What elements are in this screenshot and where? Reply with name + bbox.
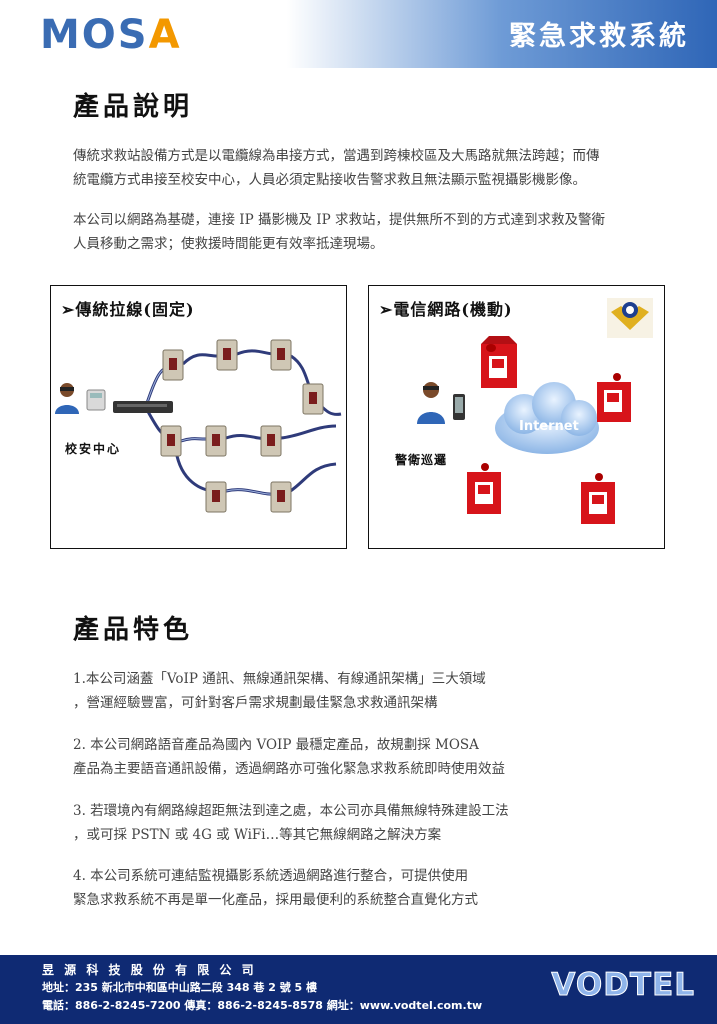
wall-call-box [260,425,282,457]
feature-line: 3. 若環境內有網路線超距無法到達之處，本公司亦具備無線特殊建設工法 [73,803,509,819]
guard-person-icon [417,382,445,424]
feature-line: ，營運經驗豐富，可針對客戶需求規劃最佳緊急求救通訊架構 [73,695,438,711]
company-contact: 電話：886-2-8245-7200 傳真：886-2-8245-8578 網址… [42,999,483,1012]
wiring-diagram-graphic [55,339,342,513]
internet-cloud-icon [495,382,599,454]
red-emergency-station [597,373,631,422]
switch-device-icon [113,401,173,413]
logo-accent-text: A [148,12,182,58]
diagram-traditional-wiring: ➢傳統拉線(固定) 校安中心 [50,285,347,549]
mobile-phone-icon [453,394,465,420]
red-emergency-station [481,336,517,388]
description-paragraph-1: 傳統求救站設備方式是以電纜線為串接方式，當遇到跨棟校區及大馬路就無法跨越；而傳 … [73,144,658,192]
feature-line: 產品為主要語音通訊設備，透過網路亦可強化緊急求救系統即時使用效益 [73,761,505,777]
paragraph-line: 人員移動之需求；使救援時間能更有效率抵達現場。 [73,236,384,252]
diagram-telecom-network: ➢電信網路(機動) Internet 警衛巡邏 [368,285,665,549]
wall-call-box [270,481,292,513]
cable-line [288,462,337,494]
description-paragraph-2: 本公司以網路為基礎，連接 IP 攝影機及 IP 求救站，提供無所不到的方式達到求… [73,208,658,256]
feature-item-4: 4. 本公司系統可連結監視攝影系統透過網路進行整合，可提供使用 緊急求救系統不再… [73,864,673,912]
feature-item-3: 3. 若環境內有網路線超距無法到達之處，本公司亦具備無線特殊建設工法 ，或可採 … [73,799,673,847]
company-address: 地址：235 新北市中和區中山路二段 348 巷 2 號 5 樓 [42,981,318,994]
guard-patrol-label: 警衛巡邏 [395,453,448,467]
feature-line: ，或可採 PSTN 或 4G 或 WiFi…等其它無線網路之解決方案 [73,827,442,843]
wall-call-box [270,339,292,371]
feature-item-2: 2. 本公司網路語音產品為國內 VOIP 最穩定產品，故規劃採 MOSA 產品為… [73,733,673,781]
mosa-logo: MOSA [40,12,182,58]
paragraph-line: 本公司以網路為基礎，連接 IP 攝影機及 IP 求救站，提供無所不到的方式達到求… [73,212,605,228]
page-header: MOSA 緊急求救系統 [0,0,717,68]
police-badge-icon [607,298,653,338]
security-center-label: 校安中心 [65,442,122,456]
feature-line: 1.本公司涵蓋「VoIP 通訊、無線通訊架構、有線通訊架構」三大領域 [73,671,486,687]
paragraph-line: 傳統求救站設備方式是以電纜線為串接方式，當遇到跨棟校區及大馬路就無法跨越；而傳 [73,148,600,164]
wall-call-box [216,339,238,371]
wall-call-box [205,481,227,513]
feature-line: 緊急求救系統不再是單一化產品，採用最便利的系統整合直覺化方式 [73,892,478,908]
wall-call-box [205,425,227,457]
feature-item-1: 1.本公司涵蓋「VoIP 通訊、無線通訊架構、有線通訊架構」三大領域 ，營運經驗… [73,667,673,715]
page-footer: 昱 源 科 技 股 份 有 限 公 司 地址：235 新北市中和區中山路二段 3… [0,955,717,1024]
paragraph-line: 統電纜方式串接至校安中心，人員必須定點接收告警求救且無法顯示監視攝影機影像。 [73,172,586,188]
red-emergency-station [467,463,501,514]
call-box-group [160,339,324,513]
network-diagram-graphic [417,298,653,524]
desk-phone-icon [86,389,106,411]
cable-line [280,424,337,440]
section-title-features: 產品特色 [73,615,194,645]
wall-call-box [302,383,324,415]
traditional-wiring-title: ➢傳統拉線(固定) [61,300,195,319]
company-name: 昱 源 科 技 股 份 有 限 公 司 [42,963,257,977]
logo-main-text: MOS [40,12,149,58]
feature-line: 2. 本公司網路語音產品為國內 VOIP 最穩定產品，故規劃採 MOSA [73,737,479,753]
wall-call-box [160,425,182,457]
section-title-description: 產品說明 [73,92,194,122]
internet-cloud-label: Internet [519,419,579,434]
operator-person-icon [55,383,79,414]
system-title: 緊急求救系統 [509,21,689,52]
telecom-network-title: ➢電信網路(機動) [379,300,513,319]
red-emergency-station [581,473,615,524]
wall-call-box [162,349,184,381]
vodtel-logo: VODTEL [551,967,695,1004]
feature-line: 4. 本公司系統可連結監視攝影系統透過網路進行整合，可提供使用 [73,868,469,884]
